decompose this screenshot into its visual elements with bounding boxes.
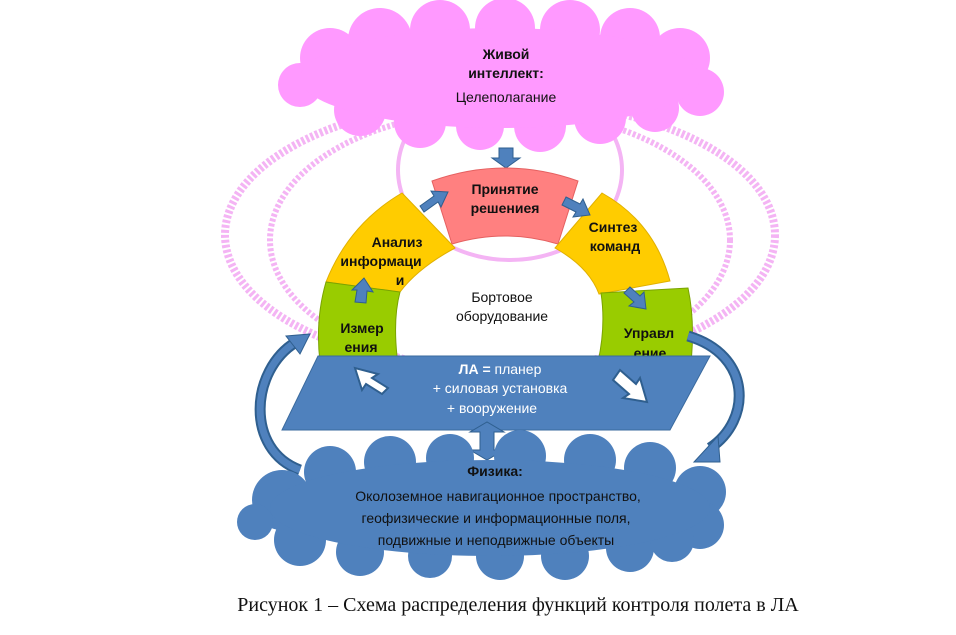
left-feedback-arrow-head (285, 333, 311, 355)
synthesis-label-line2: команд (590, 238, 641, 254)
middle-pink-loop (267, 107, 733, 373)
right-feedback-arrow-head (692, 434, 721, 463)
decision-to-synthesis-arrow (561, 196, 591, 218)
analysis-to-decision-arrow (419, 190, 449, 213)
figure-caption: Рисунок 1 – Схема распределения функций … (237, 594, 799, 616)
cloud-title-line1: Живой (482, 46, 530, 62)
analysis-label-line1: Анализ (372, 234, 423, 250)
platform-line1: ЛА = планер (459, 361, 542, 377)
decision-label-line1: Принятие (471, 181, 538, 197)
platform-line3: + вооружение (447, 400, 537, 416)
aircraft-platform (281, 355, 711, 431)
physics-line3: подвижные и неподвижные объекты (378, 532, 615, 548)
measurement-label-line1: Измер (340, 320, 383, 336)
platform-arrows (353, 366, 649, 404)
onboard-equipment-line2: оборудование (456, 308, 548, 324)
decision-label-line2: решениея (471, 200, 540, 216)
decision-segment (431, 167, 579, 245)
left-feedback-arrow-inner (256, 339, 302, 474)
analysis-label-line2: информаци (340, 253, 421, 269)
segment-arrows (350, 190, 647, 310)
physics-line2: геофизические и информационные поля, (362, 510, 631, 526)
physics-title: Физика: (467, 463, 523, 479)
right-feedback-arrow-inner (686, 332, 743, 451)
onboard-equipment-line1: Бортовое (471, 289, 533, 305)
control-label-line1: Управл (624, 325, 674, 341)
synthesis-label-line1: Синтез (589, 219, 638, 235)
bottom-cloud (237, 430, 726, 580)
synthesis-to-control-arrow (623, 286, 647, 310)
top-cloud (278, 0, 724, 152)
cloud-title-line2: интеллект: (468, 65, 544, 81)
measurement-label-line2: ения (344, 339, 377, 355)
platform-to-measurement-arrow (353, 366, 390, 396)
measurement-to-analysis-arrow (350, 277, 375, 304)
physics-line1: Околоземное навигационное пространство, (355, 488, 641, 504)
control-to-platform-arrow (611, 368, 649, 404)
analysis-label-line3: и (396, 272, 405, 288)
platform-line2: + силовая установка (433, 380, 568, 396)
synthesis-segment (554, 192, 671, 295)
cloud-subtitle: Целеполагание (456, 89, 557, 105)
cloud-to-decision-arrow (490, 147, 522, 169)
